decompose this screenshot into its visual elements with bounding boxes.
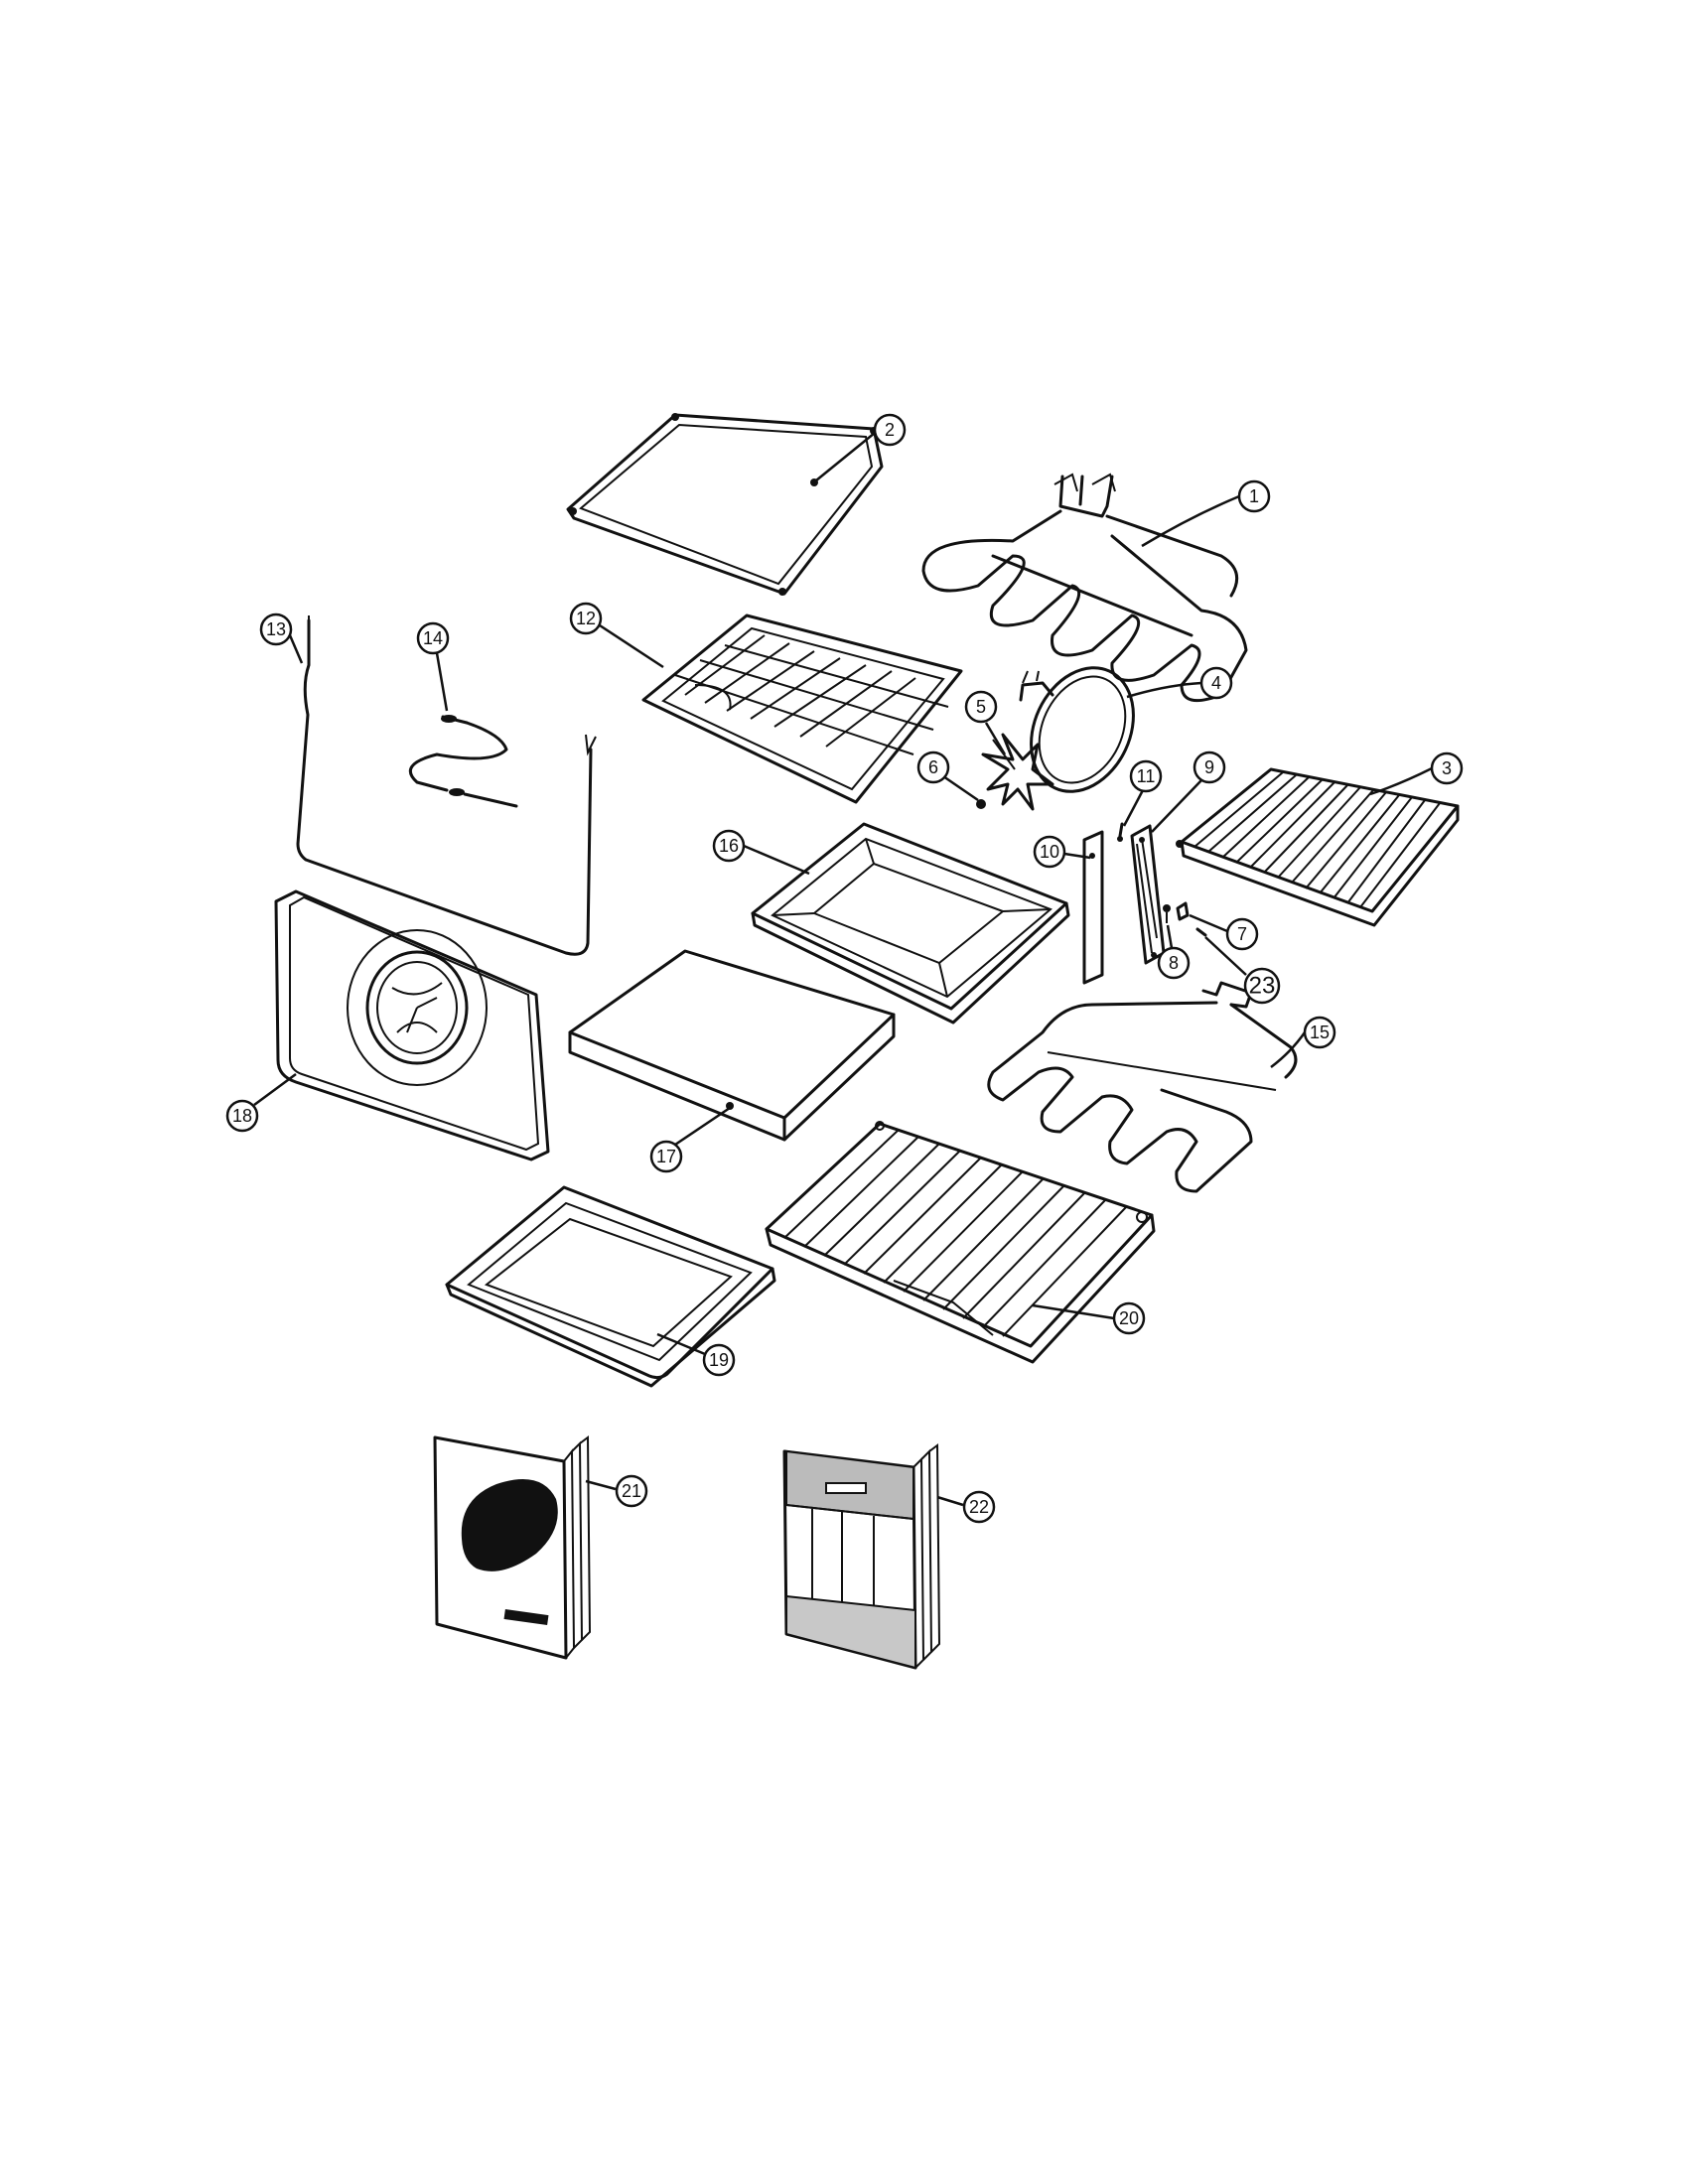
part-21-user-manual — [433, 1435, 592, 1660]
callout-9-label: 9 — [1204, 757, 1214, 777]
callout-6: 6 — [916, 751, 979, 802]
part-3-wire-rack — [1176, 767, 1460, 927]
callout-16-label: 16 — [719, 836, 739, 856]
callout-15-label: 15 — [1310, 1023, 1330, 1042]
part-16-deep-pan — [751, 822, 1070, 1024]
callout-2-label: 2 — [885, 420, 895, 440]
part-2-top-panel — [566, 413, 884, 596]
part-13-wire-harness — [296, 615, 597, 956]
part-14-probe — [408, 715, 518, 808]
callout-23-label: 23 — [1249, 973, 1276, 1000]
callout-5-label: 5 — [976, 697, 986, 717]
callout-3: 3 — [1369, 751, 1464, 796]
callout-10: 10 — [1033, 835, 1091, 869]
callout-21: 21 — [585, 1474, 648, 1508]
callout-12-label: 12 — [576, 609, 596, 628]
callout-1: 1 — [1141, 479, 1271, 548]
callout-15: 15 — [1270, 1016, 1336, 1068]
callout-8-label: 8 — [1169, 953, 1179, 973]
part-19-baking-tray — [445, 1185, 776, 1388]
part-23-screw — [1195, 927, 1207, 937]
callout-4: 4 — [1126, 666, 1233, 700]
part-15-bake-element — [987, 981, 1298, 1193]
callout-16: 16 — [712, 829, 810, 876]
callout-18-label: 18 — [232, 1106, 252, 1126]
callout-22: 22 — [936, 1490, 996, 1524]
callout-14: 14 — [416, 621, 450, 712]
callout-7: 7 — [1189, 913, 1259, 951]
callout-2: 2 — [815, 413, 907, 481]
callout-17-label: 17 — [656, 1147, 676, 1166]
part-5-fan-blade — [981, 733, 1054, 811]
callout-1-label: 1 — [1249, 486, 1259, 506]
callouts: 1 2 3 4 5 6 — [225, 413, 1464, 1524]
callout-12: 12 — [569, 602, 664, 669]
part-7-clip — [1176, 901, 1190, 921]
callout-3-label: 3 — [1442, 758, 1452, 778]
callout-6-label: 6 — [928, 757, 938, 777]
callout-7-label: 7 — [1237, 924, 1247, 944]
part-6-nut — [976, 799, 986, 809]
part-11-screw — [1117, 822, 1124, 842]
callout-22-label: 22 — [969, 1497, 989, 1517]
part-4-circular-element — [1019, 666, 1135, 793]
callout-10-label: 10 — [1040, 842, 1059, 862]
callout-20: 20 — [1032, 1301, 1146, 1335]
callout-4-label: 4 — [1211, 673, 1221, 693]
callout-23: 23 — [1204, 936, 1281, 1005]
callout-8: 8 — [1157, 924, 1191, 980]
part-10-bracket-plate — [1082, 830, 1104, 985]
part-22-parts-manual — [782, 1443, 941, 1670]
callout-11: 11 — [1122, 759, 1163, 827]
callout-11-label: 11 — [1137, 766, 1156, 786]
callout-19-label: 19 — [709, 1350, 729, 1370]
callout-13-label: 13 — [266, 619, 286, 639]
part-1-heating-element — [921, 473, 1248, 703]
part-17-baking-stone — [568, 949, 896, 1142]
callout-19: 19 — [656, 1332, 736, 1377]
part-20-oven-rack — [765, 1121, 1156, 1364]
callout-13: 13 — [259, 613, 304, 664]
callout-20-label: 20 — [1119, 1308, 1139, 1328]
part-8-screw — [1163, 904, 1171, 923]
callout-17: 17 — [649, 1106, 731, 1173]
callout-5: 5 — [964, 690, 1007, 755]
callout-21-label: 21 — [622, 1481, 641, 1501]
callout-18: 18 — [225, 1072, 297, 1133]
callout-9: 9 — [1151, 751, 1226, 833]
part-9-side-support — [1130, 824, 1166, 965]
part-12-grill-rack — [641, 614, 963, 804]
callout-14-label: 14 — [423, 628, 443, 648]
